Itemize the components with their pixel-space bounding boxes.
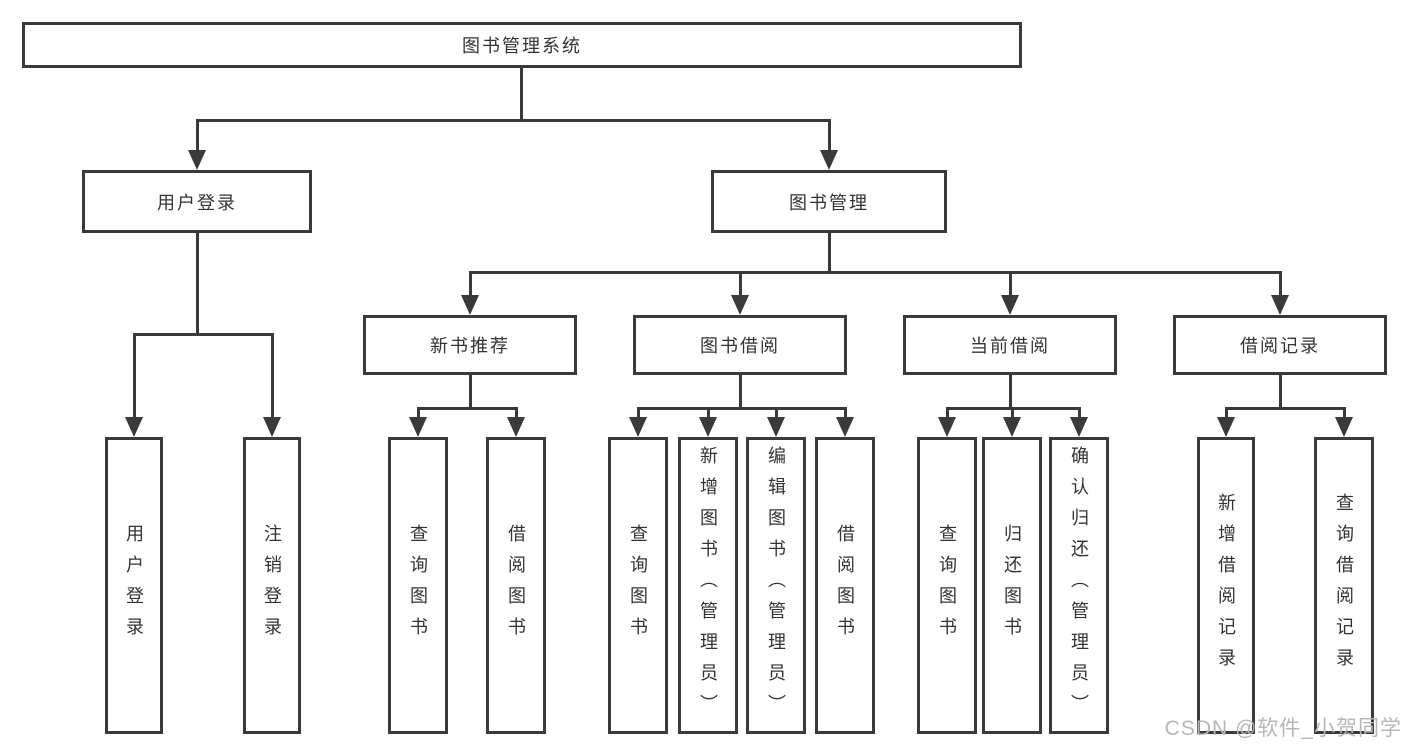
- node-edit-book-admin-label: 编辑图书（管理员）: [766, 446, 786, 725]
- arrow-add-record: [1217, 417, 1235, 437]
- node-query-borrow-record-label: 查询借阅记录: [1334, 492, 1354, 679]
- node-add-borrow-record: 新增借阅记录: [1197, 437, 1255, 734]
- node-book-management-label: 图书管理: [789, 192, 869, 213]
- connector-drop-logout: [271, 333, 274, 419]
- arrow-borrow-books-2: [836, 417, 854, 437]
- node-logout-label: 注销登录: [262, 523, 282, 648]
- node-query-books-recommend: 查询图书: [388, 437, 448, 734]
- node-edit-book-admin: 编辑图书（管理员）: [746, 437, 806, 734]
- node-book-borrow: 图书借阅: [633, 315, 847, 375]
- connector-drop-borrow-books-1: [515, 407, 518, 419]
- node-query-books-recommend-label: 查询图书: [408, 523, 428, 648]
- connector-drop-add-book: [707, 407, 710, 419]
- arrow-query-books-3: [938, 417, 956, 437]
- connector-drop-current-borrow: [1009, 271, 1012, 297]
- node-borrow-records: 借阅记录: [1173, 315, 1387, 375]
- connector-book-borrow-stem: [739, 375, 742, 409]
- node-new-book-recommend: 新书推荐: [363, 315, 577, 375]
- node-add-book-admin-label: 新增图书（管理员）: [698, 446, 718, 725]
- node-return-books: 归还图书: [982, 437, 1042, 734]
- node-query-books-borrow-label: 查询图书: [628, 523, 648, 648]
- node-query-borrow-record: 查询借阅记录: [1314, 437, 1374, 734]
- arrow-borrow-books-1: [507, 417, 525, 437]
- arrow-new-book: [461, 295, 479, 315]
- connector-drop-user-login-leaf: [133, 333, 136, 419]
- connector-book-borrow-bar: [637, 407, 847, 410]
- node-return-books-label: 归还图书: [1002, 523, 1022, 648]
- connector-drop-user-login: [196, 119, 199, 153]
- node-query-books-current-label: 查询图书: [937, 523, 957, 648]
- node-user-login-leaf-label: 用户登录: [124, 523, 144, 648]
- connector-drop-query-books-2: [637, 407, 640, 419]
- node-add-book-admin: 新增图书（管理员）: [678, 437, 738, 734]
- arrow-book-management: [820, 150, 838, 170]
- connector-drop-new-book: [469, 271, 472, 297]
- node-book-borrow-label: 图书借阅: [700, 336, 780, 356]
- connector-drop-borrow-books-2: [844, 407, 847, 419]
- connector-drop-book-borrow: [739, 271, 742, 297]
- connector-borrow-records-bar: [1225, 407, 1346, 410]
- connector-drop-query-books-1: [417, 407, 420, 419]
- node-borrow-books-recommend: 借阅图书: [486, 437, 546, 734]
- node-user-login-branch-label: 用户登录: [157, 192, 237, 213]
- node-logout: 注销登录: [243, 437, 301, 734]
- arrow-borrow-records: [1271, 295, 1289, 315]
- node-current-borrow: 当前借阅: [903, 315, 1117, 375]
- connector-new-book-bar: [417, 407, 518, 410]
- arrow-query-record: [1335, 417, 1353, 437]
- connector-book-management-stem: [828, 233, 831, 273]
- arrow-user-login: [188, 150, 206, 170]
- arrow-query-books-1: [409, 417, 427, 437]
- csdn-watermark: CSDN @软件_小贺同学: [1164, 717, 1402, 740]
- connector-new-book-stem: [469, 375, 472, 409]
- node-root: 图书管理系统: [22, 22, 1022, 68]
- node-query-books-borrow: 查询图书: [608, 437, 668, 734]
- connector-user-login-bar: [133, 333, 274, 336]
- arrow-query-books-2: [629, 417, 647, 437]
- node-user-login-branch: 用户登录: [82, 170, 312, 233]
- connector-book-management-bar: [469, 271, 1282, 274]
- node-add-borrow-record-label: 新增借阅记录: [1216, 492, 1236, 679]
- connector-drop-query-record: [1343, 407, 1346, 419]
- node-new-book-recommend-label: 新书推荐: [430, 336, 510, 356]
- node-current-borrow-label: 当前借阅: [970, 336, 1050, 356]
- arrow-confirm-return: [1070, 417, 1088, 437]
- arrow-user-login-leaf: [125, 417, 143, 437]
- arrow-edit-book: [767, 417, 785, 437]
- node-query-books-current: 查询图书: [917, 437, 977, 734]
- connector-root-stem: [520, 68, 523, 121]
- node-root-label: 图书管理系统: [462, 36, 582, 56]
- connector-root-bar: [196, 119, 831, 122]
- arrow-add-book: [699, 417, 717, 437]
- arrow-logout: [263, 417, 281, 437]
- node-confirm-return-admin: 确认归还（管理员）: [1049, 437, 1109, 734]
- node-borrow-records-label: 借阅记录: [1240, 336, 1320, 356]
- node-borrow-books-leaf-label: 借阅图书: [835, 523, 855, 648]
- connector-drop-edit-book: [775, 407, 778, 419]
- node-book-management: 图书管理: [711, 170, 947, 233]
- node-confirm-return-admin-label: 确认归还（管理员）: [1069, 446, 1089, 725]
- connector-drop-confirm-return: [1078, 407, 1081, 419]
- connector-user-login-stem: [196, 233, 199, 335]
- connector-drop-borrow-records: [1279, 271, 1282, 297]
- connector-drop-return-books: [1011, 407, 1014, 419]
- arrow-current-borrow: [1001, 295, 1019, 315]
- connector-drop-book-management: [828, 119, 831, 153]
- connector-drop-query-books-3: [946, 407, 949, 419]
- connector-current-borrow-stem: [1009, 375, 1012, 409]
- arrow-book-borrow: [731, 295, 749, 315]
- node-borrow-books-leaf: 借阅图书: [815, 437, 875, 734]
- connector-borrow-records-stem: [1279, 375, 1282, 409]
- connector-drop-add-record: [1225, 407, 1228, 419]
- arrow-return-books: [1003, 417, 1021, 437]
- node-user-login-leaf: 用户登录: [105, 437, 163, 734]
- node-borrow-books-recommend-label: 借阅图书: [506, 523, 526, 648]
